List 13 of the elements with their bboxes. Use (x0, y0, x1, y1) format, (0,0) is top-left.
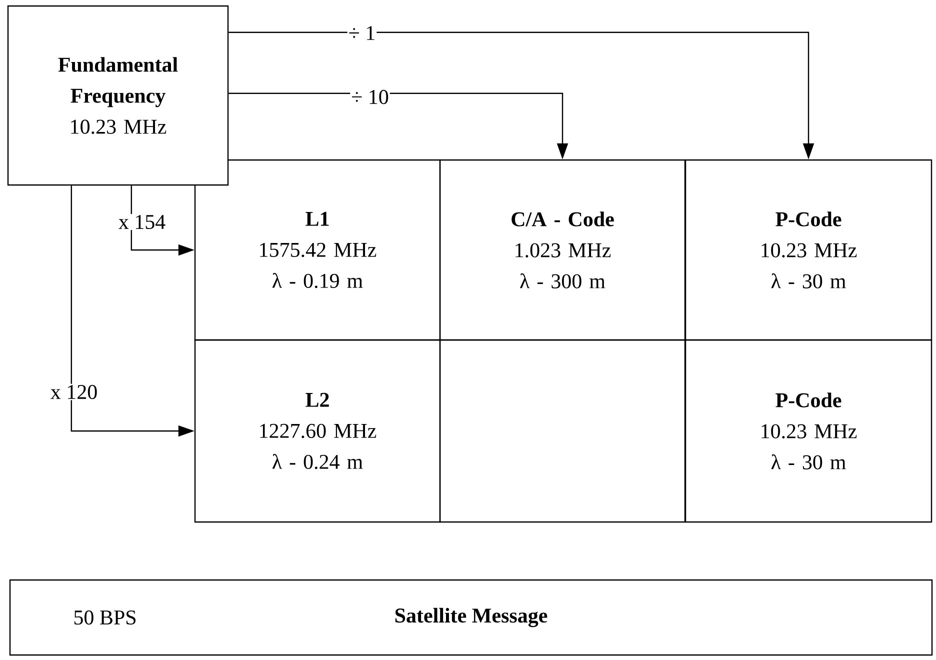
grid-cell: L2 1227.60 MHz λ - 0.24 m (194, 339, 441, 523)
grid-cell: P-Code 10.23 MHz λ - 30 m (684, 339, 932, 523)
bold-title: Satellite Message (395, 608, 548, 628)
grid-cell: C/A - Code 1.023 MHz λ - 300 m (439, 159, 686, 341)
edge-label: ÷ 10 (350, 88, 390, 106)
edge-label: x 120 (49, 384, 99, 400)
grid-cell: P-Code 10.23 MHz λ - 30 m (684, 159, 932, 341)
grid-cell: L1 1575.42 MHz λ - 0.19 m (194, 159, 441, 341)
source-box: Fundamental Frequency 10.23 MHz (7, 5, 229, 186)
rate-label: 50 BPS (74, 610, 136, 625)
edge-label: ÷ 1 (347, 25, 377, 41)
empty-cell (439, 339, 686, 523)
edge-label: x 154 (117, 214, 167, 230)
